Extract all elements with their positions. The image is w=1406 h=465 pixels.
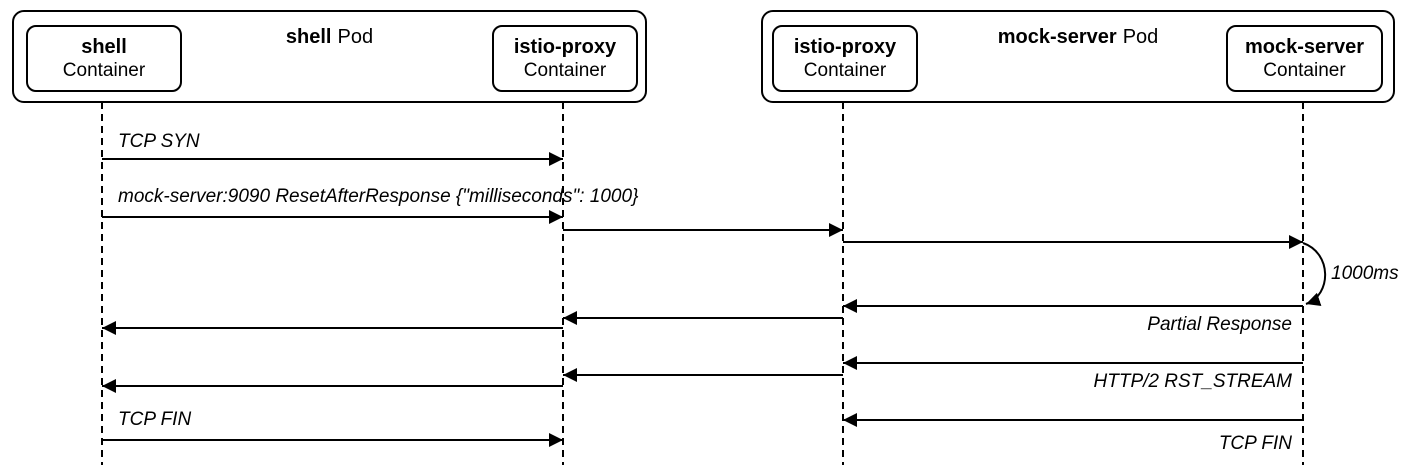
container-istio-proxy-client-name: istio-proxy bbox=[513, 35, 617, 58]
message-label-http2-rst-stream: HTTP/2 RST_STREAM bbox=[1093, 371, 1292, 392]
pod-mock-server-title-name: mock-server bbox=[997, 26, 1117, 48]
container-mock-server-name: mock-server bbox=[1245, 35, 1364, 58]
container-istio-proxy-server: istio-proxy Container bbox=[772, 25, 918, 92]
pod-mock-server-title-suffix: Pod bbox=[1122, 26, 1159, 48]
container-shell-name: shell bbox=[81, 35, 127, 58]
pod-shell-title-suffix: Pod bbox=[337, 26, 374, 48]
container-istio-proxy-client-type: Container bbox=[523, 59, 607, 81]
container-istio-proxy-server-name: istio-proxy bbox=[793, 35, 897, 58]
message-label-partial-response: Partial Response bbox=[1147, 314, 1292, 335]
pod-shell-title-name: shell bbox=[285, 26, 332, 48]
message-label-tcp-syn: TCP SYN bbox=[118, 131, 200, 152]
self-message-arrow-4 bbox=[1302, 242, 1327, 307]
container-shell: shell Container bbox=[26, 25, 182, 92]
container-mock-server-type: Container bbox=[1263, 59, 1346, 81]
container-shell-type: Container bbox=[62, 59, 146, 81]
message-label-reset-after-response: mock-server:9090 ResetAfterResponse {"mi… bbox=[118, 186, 639, 207]
container-mock-server: mock-server Container bbox=[1226, 25, 1383, 92]
message-label-1000ms: 1000ms bbox=[1331, 263, 1399, 284]
container-istio-proxy-client: istio-proxy Container bbox=[492, 25, 638, 92]
message-label-tcp-fin-right: TCP FIN bbox=[1218, 433, 1292, 454]
container-istio-proxy-server-type: Container bbox=[803, 59, 887, 81]
message-label-tcp-fin-left: TCP FIN bbox=[118, 409, 192, 430]
